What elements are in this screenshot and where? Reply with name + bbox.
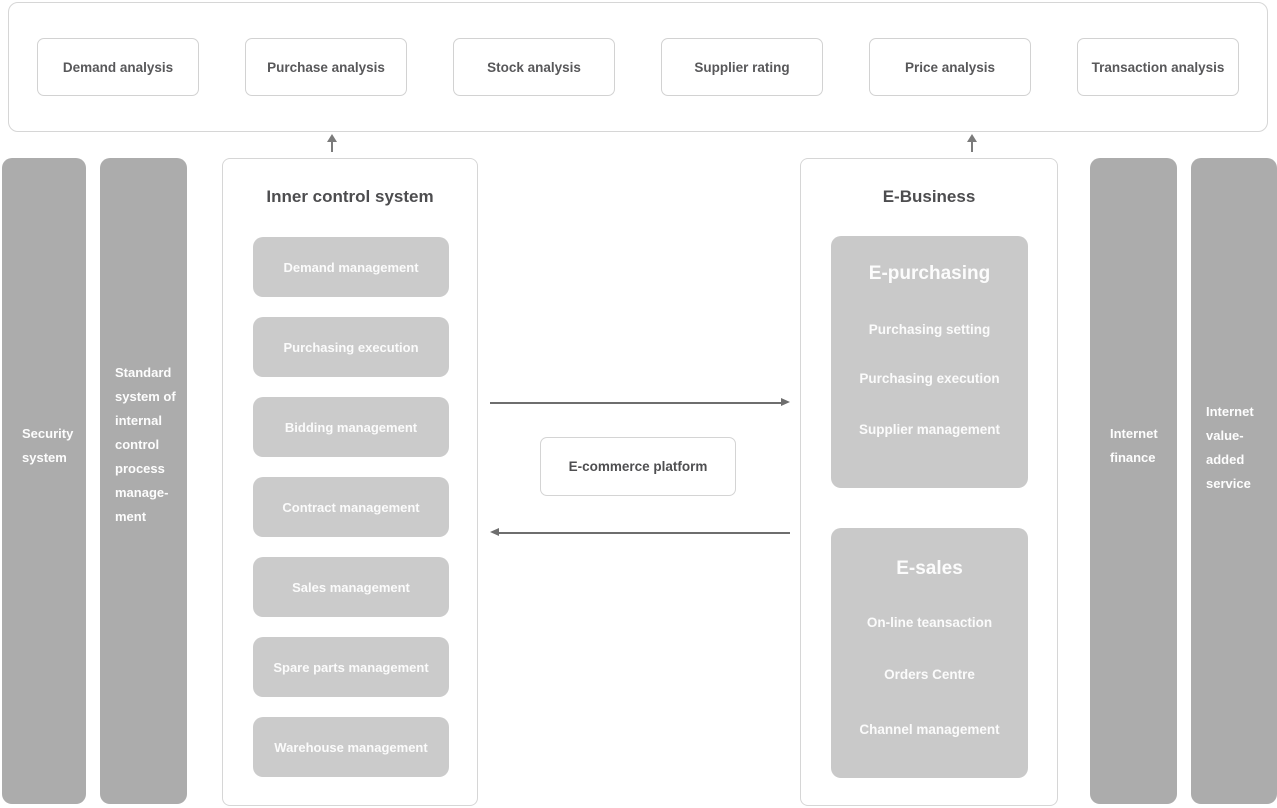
inner-control-panel: Inner control system Demand management P… (222, 158, 478, 806)
analysis-card-label: Demand analysis (62, 59, 174, 75)
block-title: E-sales (896, 558, 963, 579)
analysis-card-stock: Stock analysis (453, 38, 615, 96)
block-item: On-line teansaction (866, 615, 993, 630)
inner-item-label: Spare parts management (273, 659, 429, 675)
block-item: Purchasing setting (868, 322, 991, 337)
right-arrow-icon (490, 398, 790, 407)
analysis-panel: Demand analysis Purchase analysis Stock … (8, 2, 1268, 132)
panel-title: E-Business (882, 187, 976, 206)
arrow-head (490, 528, 499, 536)
bar-label: Security system (22, 426, 74, 465)
security-system-bar: Security system (2, 158, 86, 804)
inner-item-label: Demand management (283, 259, 419, 275)
arrow-line (498, 531, 790, 534)
up-arrow-icon (966, 134, 977, 153)
inner-item-spare-parts: Spare parts management (253, 637, 449, 697)
inner-item-purchasing: Purchasing execution (253, 317, 449, 377)
analysis-card-purchase: Purchase analysis (245, 38, 407, 96)
arrow-head (781, 398, 790, 406)
e-purchasing-block: E-purchasing Purchasing setting Purchasi… (831, 236, 1028, 488)
block-title: E-purchasing (868, 263, 991, 284)
up-arrow-icon (326, 134, 337, 153)
panel-title: Inner control system (266, 187, 434, 206)
analysis-card-label: Stock analysis (487, 59, 581, 75)
e-business-panel: E-Business E-purchasing Purchasing setti… (800, 158, 1058, 806)
bar-label: Standard system of internal control proc… (115, 365, 176, 524)
inner-item-label: Bidding management (284, 419, 418, 435)
arrow-stem (970, 142, 973, 152)
analysis-card-demand: Demand analysis (37, 38, 199, 96)
internet-value-added-bar: Internet value- added service (1191, 158, 1277, 804)
inner-item-label: Purchasing execution (283, 339, 419, 355)
inner-item-label: Sales management (292, 579, 410, 595)
inner-item-warehouse: Warehouse management (253, 717, 449, 777)
analysis-card-label: Supplier rating (694, 59, 790, 75)
inner-item-label: Contract management (282, 499, 420, 515)
analysis-card-price: Price analysis (869, 38, 1031, 96)
block-item: Purchasing execution (859, 371, 1000, 386)
block-item: Supplier management (858, 422, 1001, 437)
e-commerce-platform-box: E-commerce platform (540, 437, 736, 496)
inner-item-demand: Demand management (253, 237, 449, 297)
analysis-card-transaction: Transaction analysis (1077, 38, 1239, 96)
inner-item-bidding: Bidding management (253, 397, 449, 457)
inner-item-label: Warehouse management (274, 739, 428, 755)
arrow-line (490, 401, 782, 404)
analysis-card-label: Price analysis (904, 59, 996, 75)
internet-finance-bar: Internet finance (1090, 158, 1177, 804)
bar-label: Internet value- added service (1206, 404, 1254, 491)
arrow-head (966, 134, 977, 142)
block-item: Channel management (859, 722, 1000, 737)
inner-item-sales: Sales management (253, 557, 449, 617)
e-sales-block: E-sales On-line teansaction Orders Centr… (831, 528, 1028, 778)
analysis-card-label: Purchase analysis (267, 59, 385, 75)
bar-label: Internet finance (1110, 426, 1158, 465)
block-item: Orders Centre (884, 667, 975, 682)
standard-system-bar: Standard system of internal control proc… (100, 158, 187, 804)
left-arrow-icon (490, 528, 790, 537)
arrow-stem (330, 142, 333, 152)
arrow-head (326, 134, 337, 142)
inner-item-contract: Contract management (253, 477, 449, 537)
analysis-card-supplier: Supplier rating (661, 38, 823, 96)
platform-label: E-commerce platform (568, 459, 708, 474)
analysis-card-label: Transaction analysis (1091, 59, 1225, 75)
